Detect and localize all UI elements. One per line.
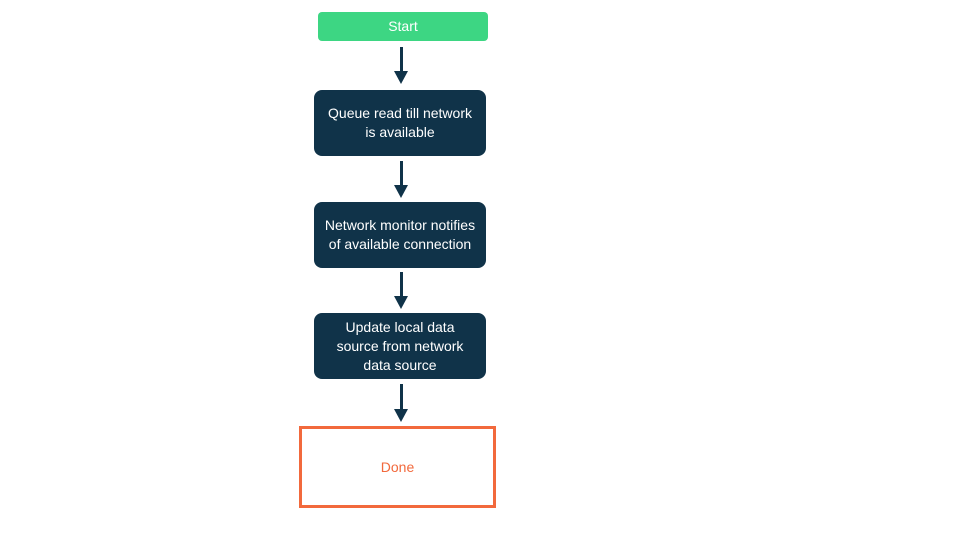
arrow-head — [394, 296, 408, 309]
arrow-stem — [399, 384, 403, 409]
arrow-stem — [399, 272, 403, 296]
node-network-monitor-label: Network monitor notifies of available co… — [324, 217, 476, 252]
node-start-label: Start — [388, 18, 418, 34]
node-queue-read: Queue read till network is available — [314, 90, 486, 156]
node-update-local-source-label: Update local data source from network da… — [336, 318, 464, 373]
arrow-down-icon — [394, 161, 408, 198]
node-network-monitor: Network monitor notifies of available co… — [314, 202, 486, 268]
arrow-down-icon — [394, 47, 408, 84]
node-start: Start — [318, 12, 488, 41]
node-done: Done — [299, 426, 496, 508]
arrow-head — [394, 71, 408, 84]
arrow-head — [394, 409, 408, 422]
node-update-local-source: Update local data source from network da… — [314, 313, 486, 379]
node-done-label: Done — [380, 458, 415, 475]
arrow-head — [394, 185, 408, 198]
arrow-down-icon — [394, 384, 408, 422]
arrow-stem — [399, 161, 403, 185]
arrow-stem — [399, 47, 403, 71]
node-queue-read-label: Queue read till network is available — [328, 105, 472, 140]
arrow-down-icon — [394, 272, 408, 309]
